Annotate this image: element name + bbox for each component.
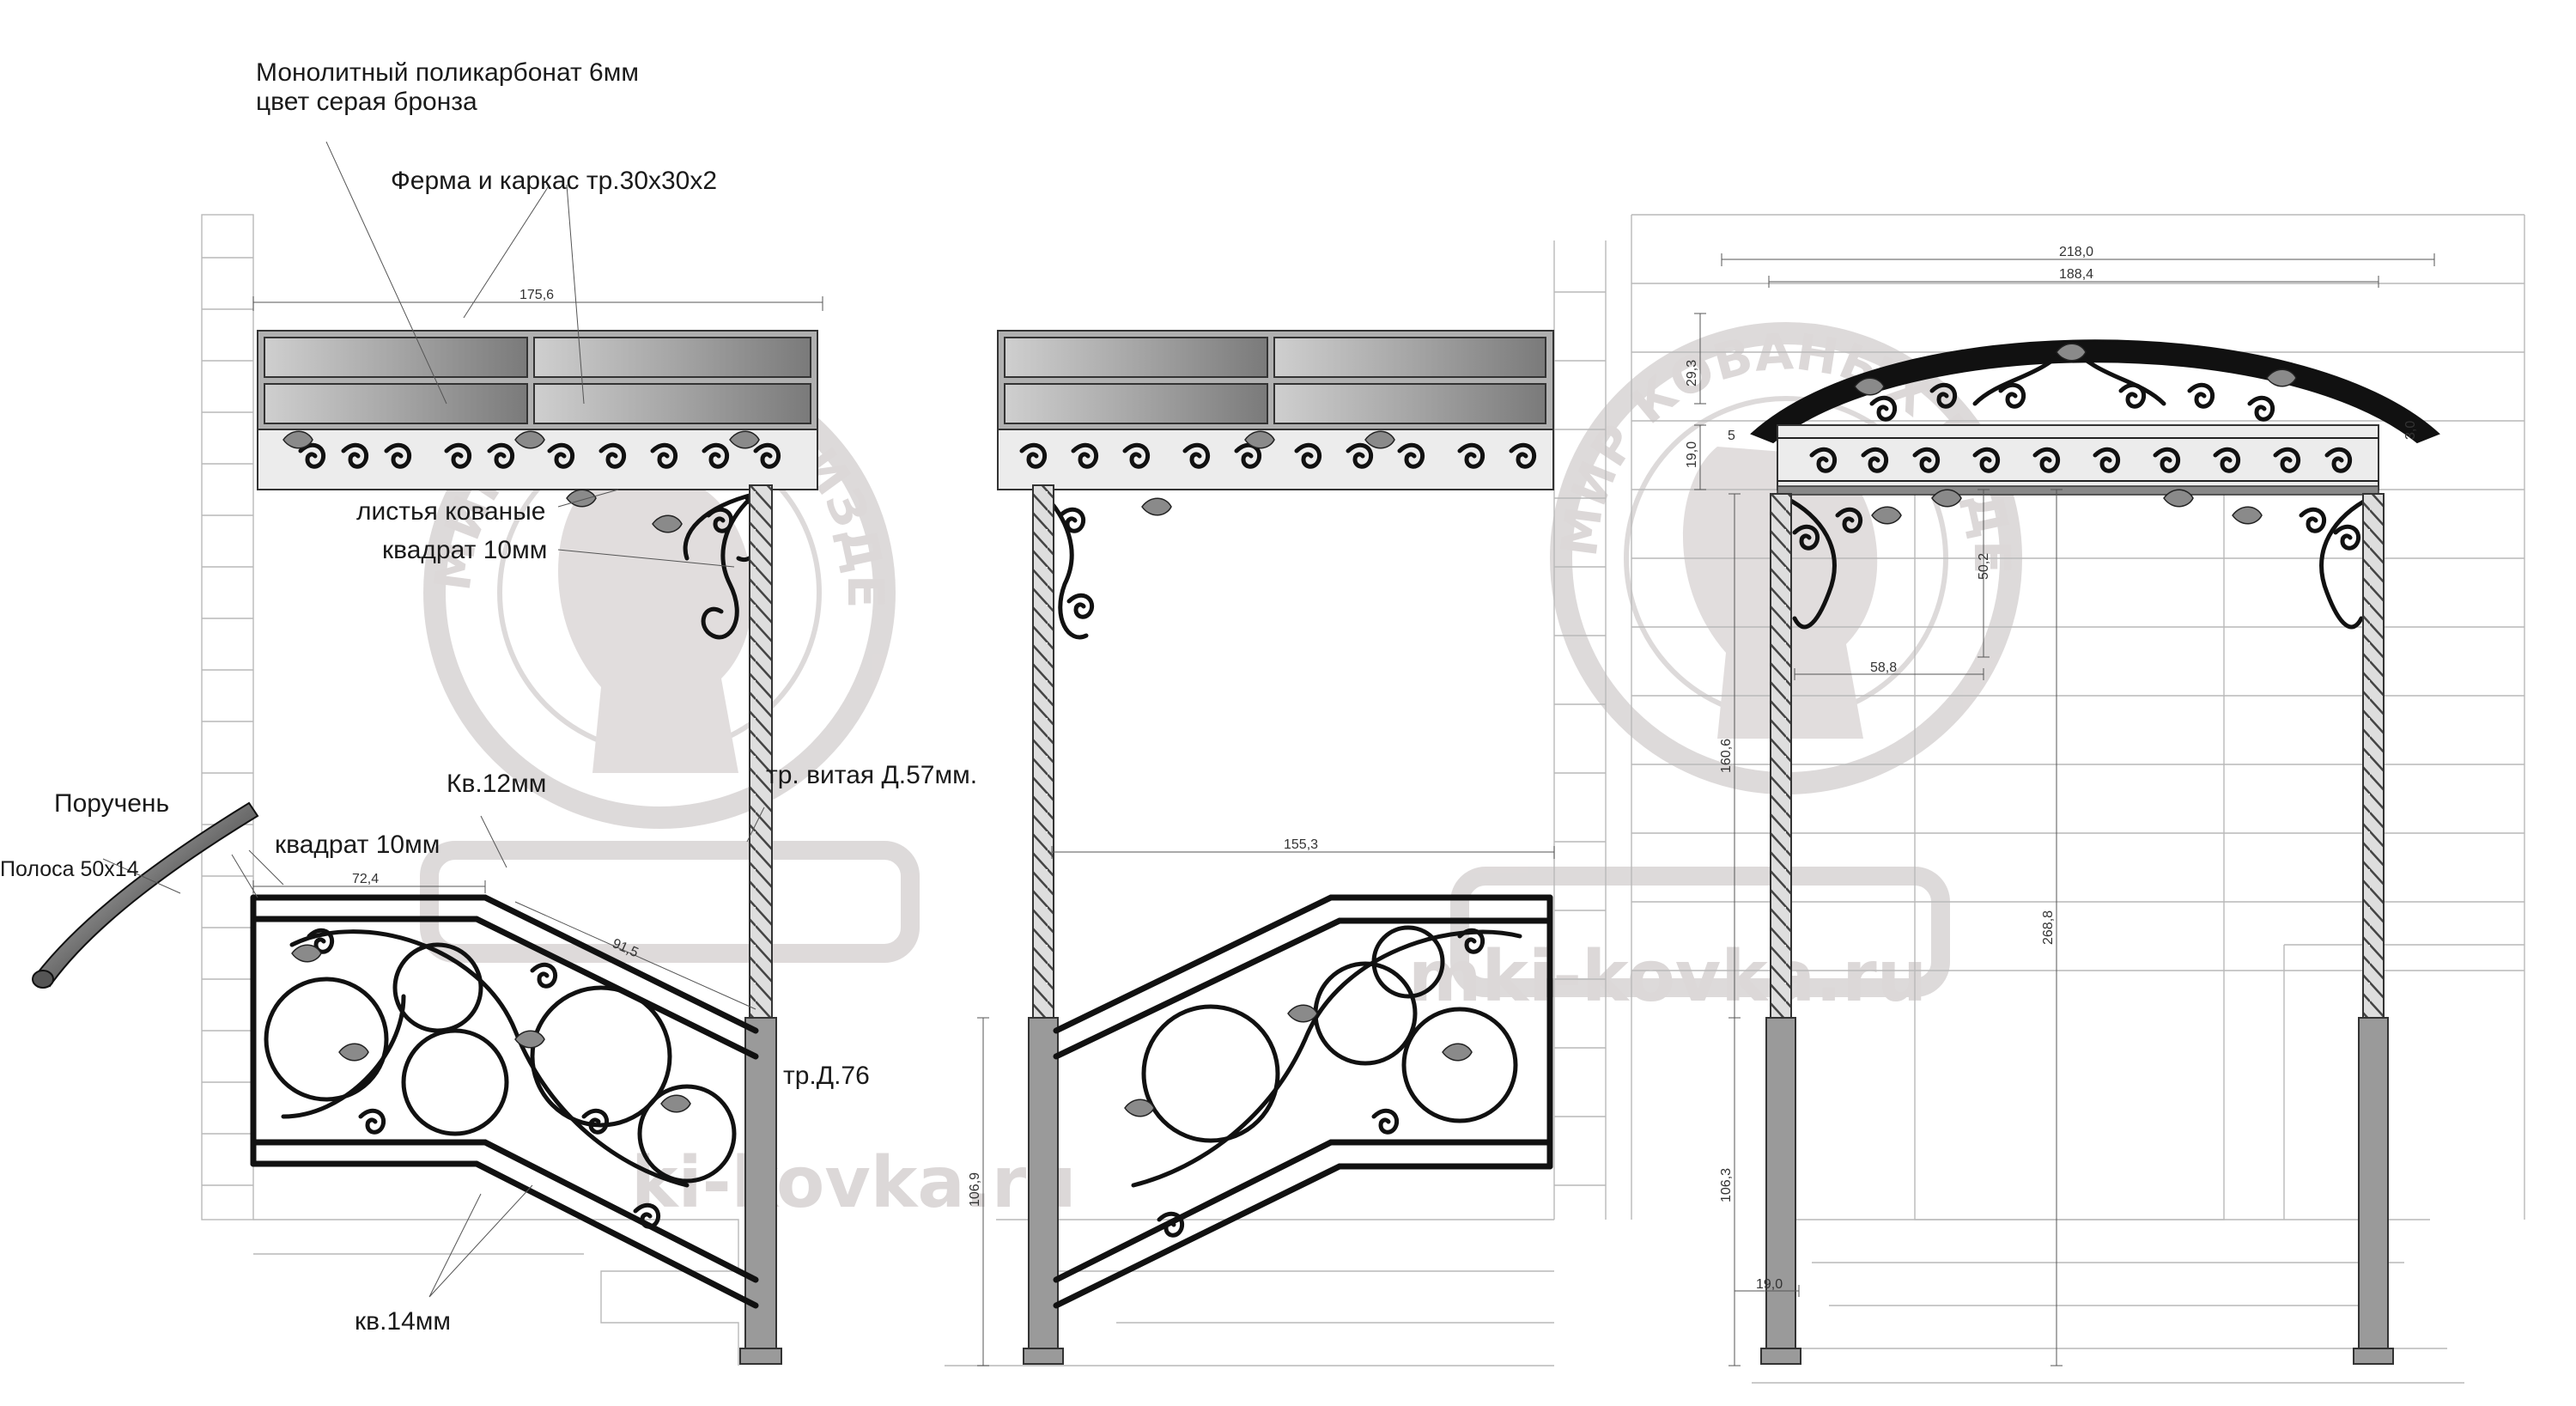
label-square-12: Кв.12мм — [447, 770, 546, 798]
label-handrail: Поручень — [54, 789, 169, 818]
label-pipe-76: тр.Д.76 — [783, 1062, 870, 1090]
dim-218: 218,0 — [2059, 245, 2093, 259]
dim-188: 188,4 — [2059, 267, 2093, 282]
dim-160: 160,6 — [1719, 739, 1734, 773]
dim-106-9: 106,9 — [968, 1172, 982, 1207]
dim-175: 175,6 — [519, 288, 554, 302]
watermark: МИР КОВАНЫХ ИЗДЕЛИЙ МИР КОВАНЫХ ИЗДЕЛИЙ … — [0, 0, 2022, 1224]
dimension-values: 175,6 155,3 72,4 91,5 106,9 218,0 188,4 … — [352, 245, 2418, 1292]
canopy-right — [1750, 339, 2440, 630]
dim-72: 72,4 — [352, 872, 379, 886]
dim-106-3: 106,3 — [1719, 1168, 1734, 1202]
dim-29: 29,3 — [1685, 360, 1699, 386]
label-frame: Ферма и каркас тр.30х30х2 — [391, 167, 717, 195]
dim-19-b: 19,0 — [1756, 1277, 1783, 1292]
dim-50: 50,2 — [1977, 553, 1991, 580]
bracket-right-left — [1783, 489, 1962, 630]
leader-lines — [102, 141, 765, 1298]
labels: Монолитный поликарбонат 6мм цвет серая б… — [0, 58, 977, 1336]
label-strip: Полоса 50х14 — [0, 857, 139, 881]
arch-ornament — [1854, 341, 2297, 419]
label-leaves: листья кованые — [356, 497, 545, 526]
wall-outline-left — [201, 214, 739, 1366]
dim-155: 155,3 — [1284, 837, 1318, 852]
dim-58: 58,8 — [1870, 660, 1897, 675]
post-right-left — [1760, 493, 1801, 1365]
label-square-10: квадрат 10мм — [275, 831, 440, 859]
post-left — [739, 484, 782, 1365]
label-square-14: кв.14мм — [355, 1307, 451, 1336]
post-right-right — [2353, 493, 2394, 1365]
railing-center — [1053, 894, 1553, 1309]
bracket-center — [1041, 491, 1172, 640]
canopy-center — [997, 330, 1554, 640]
railing-left — [250, 894, 759, 1309]
canopy-left — [257, 330, 818, 640]
watermark-site-left: ki-kovka.ru — [631, 1142, 1077, 1224]
label-square-10-top: квадрат 10мм — [382, 536, 547, 564]
dim-3: 3,0 — [2403, 421, 2418, 440]
handrail-profile — [32, 801, 259, 989]
bracket-right-right — [2163, 489, 2372, 630]
post-center — [1023, 484, 1064, 1365]
dim-19-a: 19,0 — [1685, 441, 1699, 468]
dim-268: 268,8 — [2041, 910, 2056, 945]
label-polycarbonate: Монолитный поликарбонат 6мм — [256, 58, 639, 87]
dim-5: 5 — [1728, 429, 1735, 443]
wall-outline-center — [945, 240, 1607, 1366]
label-twisted-pipe: тр. витая Д.57мм. — [766, 761, 977, 789]
label-polycarbonate-color: цвет серая бронза — [256, 88, 477, 116]
watermark-site-center: mki-kovka.ru — [1408, 936, 1927, 1018]
dimension-lines — [252, 253, 2435, 1366]
